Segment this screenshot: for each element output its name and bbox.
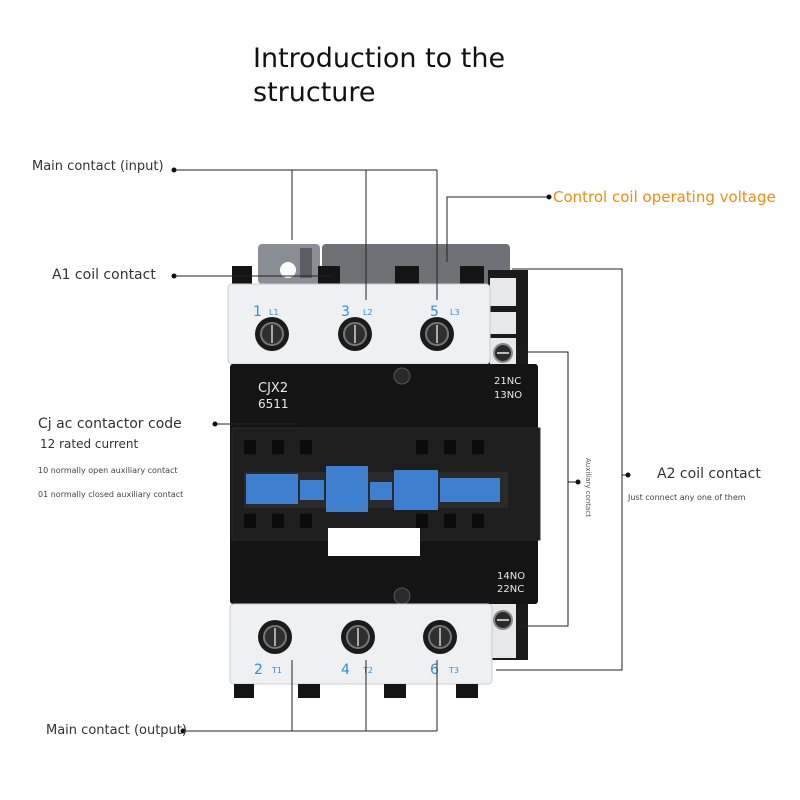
label-a2-coil: A2 coil contact xyxy=(657,466,761,482)
label-rated-current: 12 rated current xyxy=(40,437,139,451)
screw-t3 xyxy=(423,620,457,654)
label-nc-aux: 01 normally closed auxiliary contact xyxy=(38,490,184,499)
mounting-hole xyxy=(280,262,296,278)
page-title: Introduction to the structure xyxy=(253,43,506,108)
bottom-terminal-num-6: 6 xyxy=(430,662,439,678)
label-plate xyxy=(328,528,420,556)
label-main-output: Main contact (output) xyxy=(46,723,187,738)
model-text: CJX2 xyxy=(258,381,288,396)
screw-t1 xyxy=(258,620,292,654)
label-contactor-code: Cj ac contactor code xyxy=(38,416,182,432)
screw-l1 xyxy=(255,317,289,351)
label-auxiliary-contact: Auxiliary contact xyxy=(584,458,592,517)
armature-slider xyxy=(244,466,508,512)
label-a1-coil: A1 coil contact xyxy=(52,267,156,283)
screw-l2 xyxy=(338,317,372,351)
bottom-terminal-tag-2: T1 xyxy=(271,666,282,675)
top-terminal-tag-1: L1 xyxy=(269,308,279,317)
aux-top-1: 21NC xyxy=(494,376,521,387)
label-main-input: Main contact (input) xyxy=(32,159,164,174)
callout-lines xyxy=(174,169,628,732)
aux-bot-1: 14NO xyxy=(497,571,525,582)
screw-l3 xyxy=(420,317,454,351)
aux-bot-2: 22NC xyxy=(497,584,524,595)
bottom-terminal-tag-4: T2 xyxy=(362,666,373,675)
top-terminal-tag-3: L2 xyxy=(363,308,373,317)
aux-top-2: 13NO xyxy=(494,390,522,401)
bottom-terminal-tag-6: T3 xyxy=(448,666,459,675)
top-terminal-num-5: 5 xyxy=(430,304,439,320)
top-terminal-num-3: 3 xyxy=(341,304,350,320)
bottom-terminal-num-2: 2 xyxy=(254,662,263,678)
label-no-aux: 10 normally open auxiliary contact xyxy=(38,466,178,475)
model-number: 6511 xyxy=(258,397,289,411)
top-terminal-tag-5: L3 xyxy=(450,308,460,317)
label-control-voltage: Control coil operating voltage xyxy=(553,188,776,206)
top-terminal-num-1: 1 xyxy=(253,304,262,320)
label-a2-note: Just connect any one of them xyxy=(628,493,746,502)
bottom-terminal-num-4: 4 xyxy=(341,662,350,678)
screw-t2 xyxy=(341,620,375,654)
